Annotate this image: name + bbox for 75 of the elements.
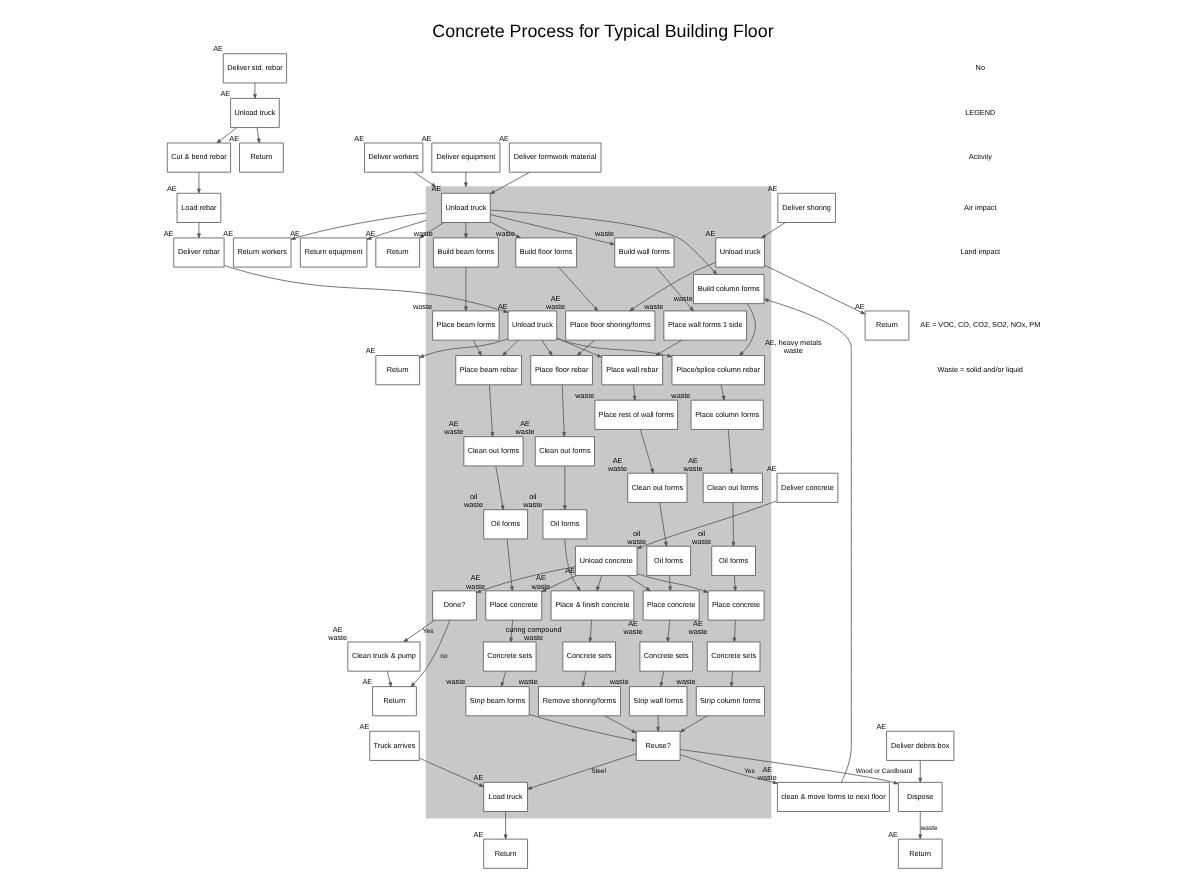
arrow xyxy=(635,500,777,549)
arrow xyxy=(222,265,508,313)
arrow xyxy=(658,502,667,547)
arrow xyxy=(555,338,672,358)
diagram-title: Concrete Process for Typical Building Floor xyxy=(431,21,773,42)
arrow xyxy=(917,811,922,840)
arrow xyxy=(499,670,506,687)
arrow xyxy=(665,619,670,643)
arrow xyxy=(631,384,636,401)
arrow xyxy=(526,753,636,790)
arrow xyxy=(728,670,733,687)
arrow xyxy=(763,264,865,315)
arrow xyxy=(385,670,391,687)
arrow xyxy=(625,575,650,592)
arrow xyxy=(563,538,580,592)
arrow xyxy=(595,575,602,592)
arrow xyxy=(580,670,586,687)
arrow xyxy=(502,811,507,840)
arrow xyxy=(540,575,576,592)
arrow xyxy=(463,171,467,188)
arrow xyxy=(732,575,736,592)
arrow xyxy=(719,384,725,401)
arrow xyxy=(505,538,513,592)
arrow xyxy=(639,429,653,474)
arrow xyxy=(730,502,735,547)
arrow xyxy=(488,171,530,195)
arrow xyxy=(628,262,715,312)
arrow xyxy=(738,303,755,356)
arrow xyxy=(654,339,682,356)
arrow xyxy=(726,429,733,474)
arrow xyxy=(494,465,504,511)
arrow xyxy=(658,670,664,687)
arrow xyxy=(562,465,566,511)
arrow xyxy=(667,575,671,592)
arrow xyxy=(655,267,693,312)
arrow xyxy=(402,619,434,643)
arrow xyxy=(196,171,200,194)
arrow xyxy=(475,566,575,594)
arrow xyxy=(215,127,237,144)
arrow xyxy=(540,339,552,356)
arrow xyxy=(409,619,450,687)
arrow xyxy=(417,757,483,787)
arrow xyxy=(418,338,508,358)
arrow xyxy=(508,619,512,643)
arrow xyxy=(255,127,260,144)
arrow xyxy=(196,222,200,239)
arrow xyxy=(760,222,785,239)
arrow xyxy=(501,339,518,356)
arrow xyxy=(575,339,595,356)
arrow xyxy=(252,82,256,99)
arrow xyxy=(678,715,707,733)
arrow xyxy=(587,619,592,643)
arrow xyxy=(489,221,520,239)
arrow xyxy=(678,749,898,785)
arrow xyxy=(762,298,851,783)
arrow xyxy=(635,573,708,593)
arrow xyxy=(418,222,444,239)
arrow xyxy=(731,619,736,643)
arrow xyxy=(471,339,481,356)
arrow xyxy=(917,760,922,783)
arrow xyxy=(365,220,426,240)
arrow xyxy=(412,171,436,188)
arrow xyxy=(560,384,565,437)
arrow xyxy=(463,267,467,312)
arrow xyxy=(527,713,636,742)
arrow xyxy=(289,212,426,240)
arrow xyxy=(655,715,659,732)
arrow xyxy=(463,222,467,239)
arrow xyxy=(557,267,598,312)
arrow xyxy=(489,209,717,275)
arrow xyxy=(678,754,777,785)
arrow xyxy=(555,337,601,358)
arrow xyxy=(603,715,636,734)
arrow xyxy=(488,214,614,246)
arrow xyxy=(488,384,494,437)
